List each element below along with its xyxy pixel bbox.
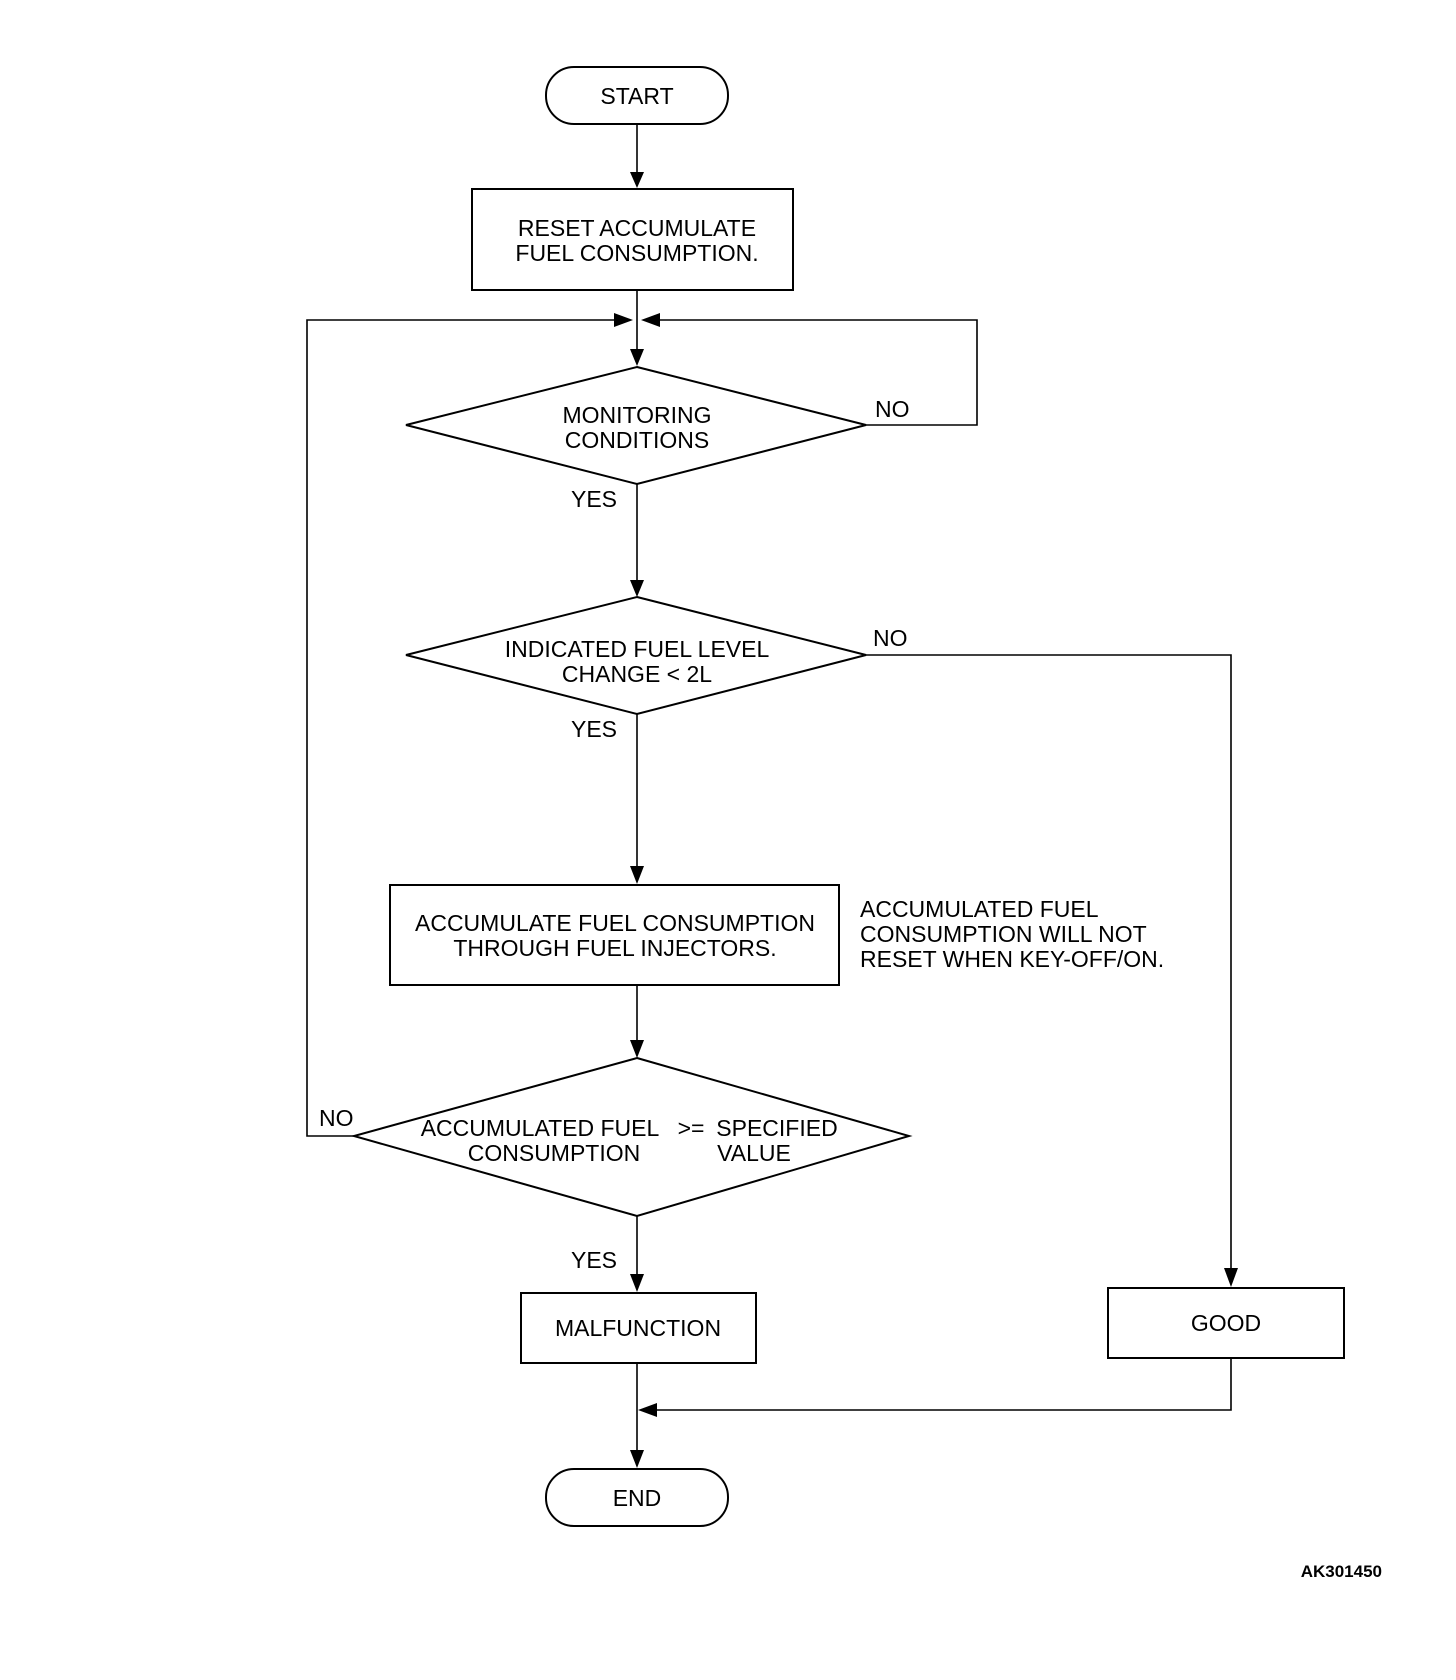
compare-yes-label: YES xyxy=(571,1247,617,1273)
compare-no-label: NO xyxy=(319,1105,354,1131)
fuel-level-label-line-1: INDICATED FUEL LEVEL xyxy=(505,636,770,662)
connector-fuel-level-good xyxy=(866,654,1232,1268)
arrowhead-fuel-level xyxy=(630,580,644,597)
note-line-3: RESET WHEN KEY-OFF/ON. xyxy=(860,946,1164,972)
fuel-level-no-label: NO xyxy=(873,625,908,651)
compare-right-line-1: SPECIFIED xyxy=(716,1115,837,1141)
reset-label-line-1: RESET ACCUMULATE xyxy=(518,215,756,241)
monitoring-label-line-1: MONITORING xyxy=(562,402,711,428)
arrowhead-good xyxy=(1224,1268,1238,1287)
end-label: END xyxy=(613,1485,662,1511)
malfunction-result-box xyxy=(520,1292,757,1364)
compare-operator: >= xyxy=(678,1115,705,1141)
arrowhead-reset xyxy=(630,172,644,188)
arrowhead-merge-end xyxy=(638,1403,657,1417)
reset-label-line-2: FUEL CONSUMPTION. xyxy=(515,240,758,266)
compare-left-line-2: CONSUMPTION xyxy=(468,1140,641,1166)
accumulate-label-line-1: ACCUMULATE FUEL CONSUMPTION xyxy=(415,910,815,936)
fuel-level-label-line-2: CHANGE < 2L xyxy=(562,661,712,687)
arrowhead-malfunction xyxy=(630,1274,644,1292)
note-line-1: ACCUMULATED FUEL xyxy=(860,896,1099,922)
accumulate-process-box xyxy=(389,884,840,986)
end-terminal xyxy=(545,1468,729,1527)
compare-left-line-1: ACCUMULATED FUEL xyxy=(421,1115,660,1141)
arrowhead-loop-left xyxy=(614,313,633,327)
malfunction-label: MALFUNCTION xyxy=(555,1315,721,1341)
arrowhead-end xyxy=(630,1450,644,1468)
good-result-box xyxy=(1107,1287,1345,1359)
connector-compare-no-loop xyxy=(306,319,614,1137)
monitoring-yes-label: YES xyxy=(571,486,617,512)
note-line-2: CONSUMPTION WILL NOT xyxy=(860,921,1147,947)
arrowhead-accumulate xyxy=(630,866,644,884)
reset-process-box xyxy=(471,188,794,291)
arrowhead-compare xyxy=(630,1040,644,1058)
monitoring-label-line-2: CONDITIONS xyxy=(565,427,709,453)
good-label: GOOD xyxy=(1191,1310,1261,1336)
start-label: START xyxy=(600,83,673,109)
accumulate-label-line-2: THROUGH FUEL INJECTORS. xyxy=(453,935,776,961)
arrowhead-monitoring xyxy=(630,349,644,366)
compare-right-line-2: VALUE xyxy=(717,1140,791,1166)
connector-monitoring-no-loop xyxy=(660,319,978,426)
arrowhead-loop-right xyxy=(641,313,660,327)
figure-code: AK301450 xyxy=(1301,1562,1382,1581)
monitoring-no-label: NO xyxy=(875,396,910,422)
fuel-level-yes-label: YES xyxy=(571,716,617,742)
connector-good-end xyxy=(657,1358,1232,1411)
